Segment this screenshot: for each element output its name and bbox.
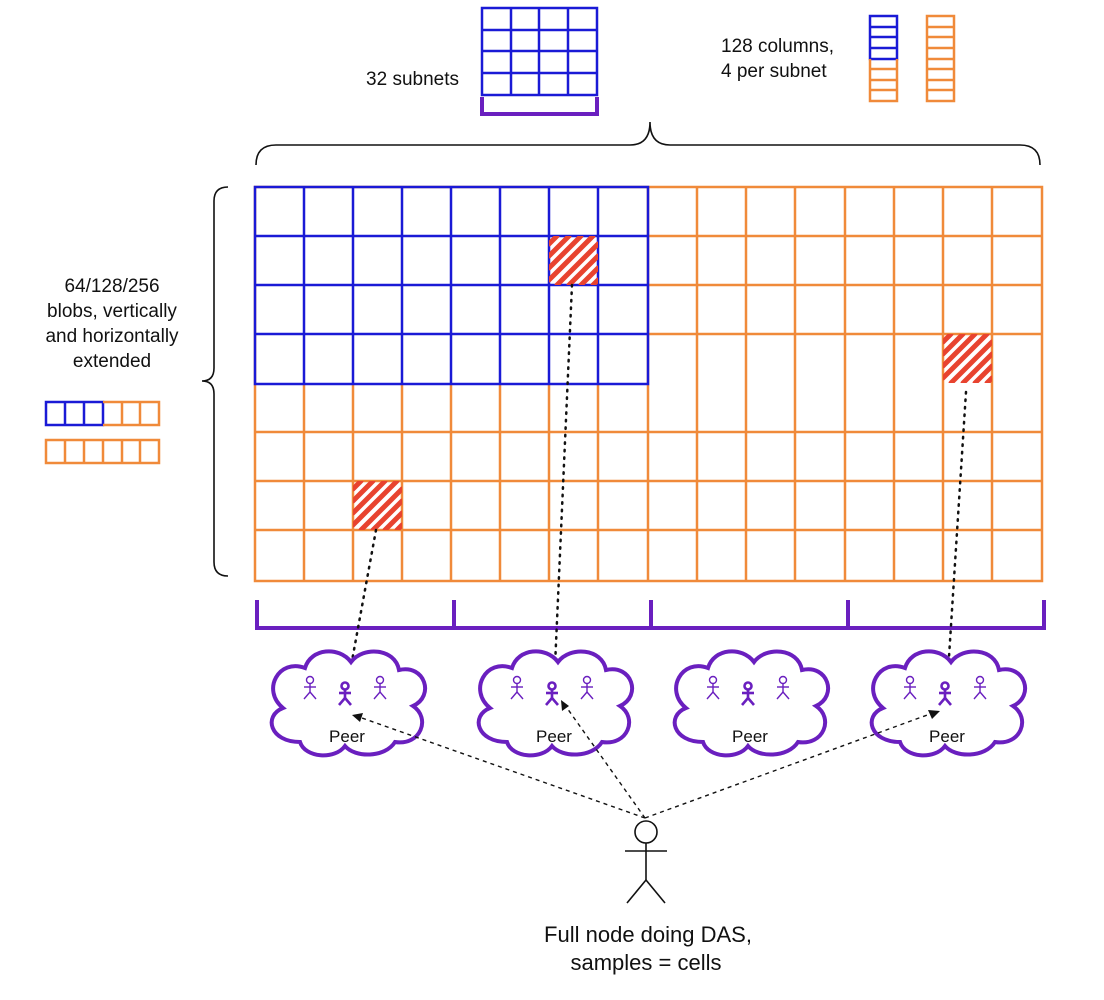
peer-cloud-2: Peer [476, 649, 635, 758]
peer-cloud-4: Peer [869, 649, 1028, 758]
person-icon [580, 675, 594, 700]
row-legend-top [44, 400, 161, 427]
row-legend-bottom [44, 438, 161, 465]
column-legend-right [925, 14, 956, 103]
person-icon [510, 675, 524, 700]
subnets-legend-bracket [480, 97, 599, 116]
peer-cloud-1: Peer [269, 649, 428, 758]
sampled-cell-3 [353, 481, 402, 530]
subnets-legend-grid [480, 6, 599, 97]
peer-label: Peer [929, 727, 965, 746]
original-data-region [253, 185, 650, 386]
arrow-heads [352, 700, 940, 722]
column-legend-left [868, 14, 899, 103]
person-icon [338, 681, 352, 706]
full-node-label-line1: Full node doing DAS, [544, 922, 752, 947]
person-icon [625, 820, 667, 904]
person-icon [741, 681, 755, 706]
columns-label-line1: 128 columns, [721, 36, 834, 57]
extended-data-grid [253, 185, 1044, 583]
columns-legend: 128 columns, 4 per subnet [721, 14, 956, 103]
peer-label: Peer [732, 727, 768, 746]
sampled-cell-2 [943, 334, 992, 383]
person-icon [545, 681, 559, 706]
person-icon [973, 675, 987, 700]
blobs-label-line2: blobs, vertically [47, 301, 177, 322]
person-icon [706, 675, 720, 700]
blobs-legend: 64/128/256 blobs, vertically and horizon… [44, 276, 179, 465]
peer-label: Peer [329, 727, 365, 746]
blobs-brace [201, 186, 229, 577]
person-icon [776, 675, 790, 700]
subnets-label: 32 subnets [366, 69, 459, 90]
subnets-legend: 32 subnets [366, 6, 599, 116]
blobs-label-line1: 64/128/256 [64, 276, 159, 297]
peer-label: Peer [536, 727, 572, 746]
blobs-label-line4: extended [73, 351, 151, 372]
full-node-label-line2: samples = cells [570, 950, 721, 975]
columns-brace [255, 121, 1041, 166]
person-icon [938, 681, 952, 706]
full-node-figure: Full node doing DAS, samples = cells [544, 820, 752, 975]
subnet-brackets [255, 600, 1046, 630]
sampled-cell-1 [549, 236, 598, 285]
person-icon [303, 675, 317, 700]
peer-cloud-3: Peer [672, 649, 831, 758]
person-icon [903, 675, 917, 700]
columns-label-line2: 4 per subnet [721, 61, 827, 82]
person-icon [373, 675, 387, 700]
blobs-label-line3: and horizontally [45, 326, 179, 347]
node-to-peer-arrows [361, 707, 931, 819]
